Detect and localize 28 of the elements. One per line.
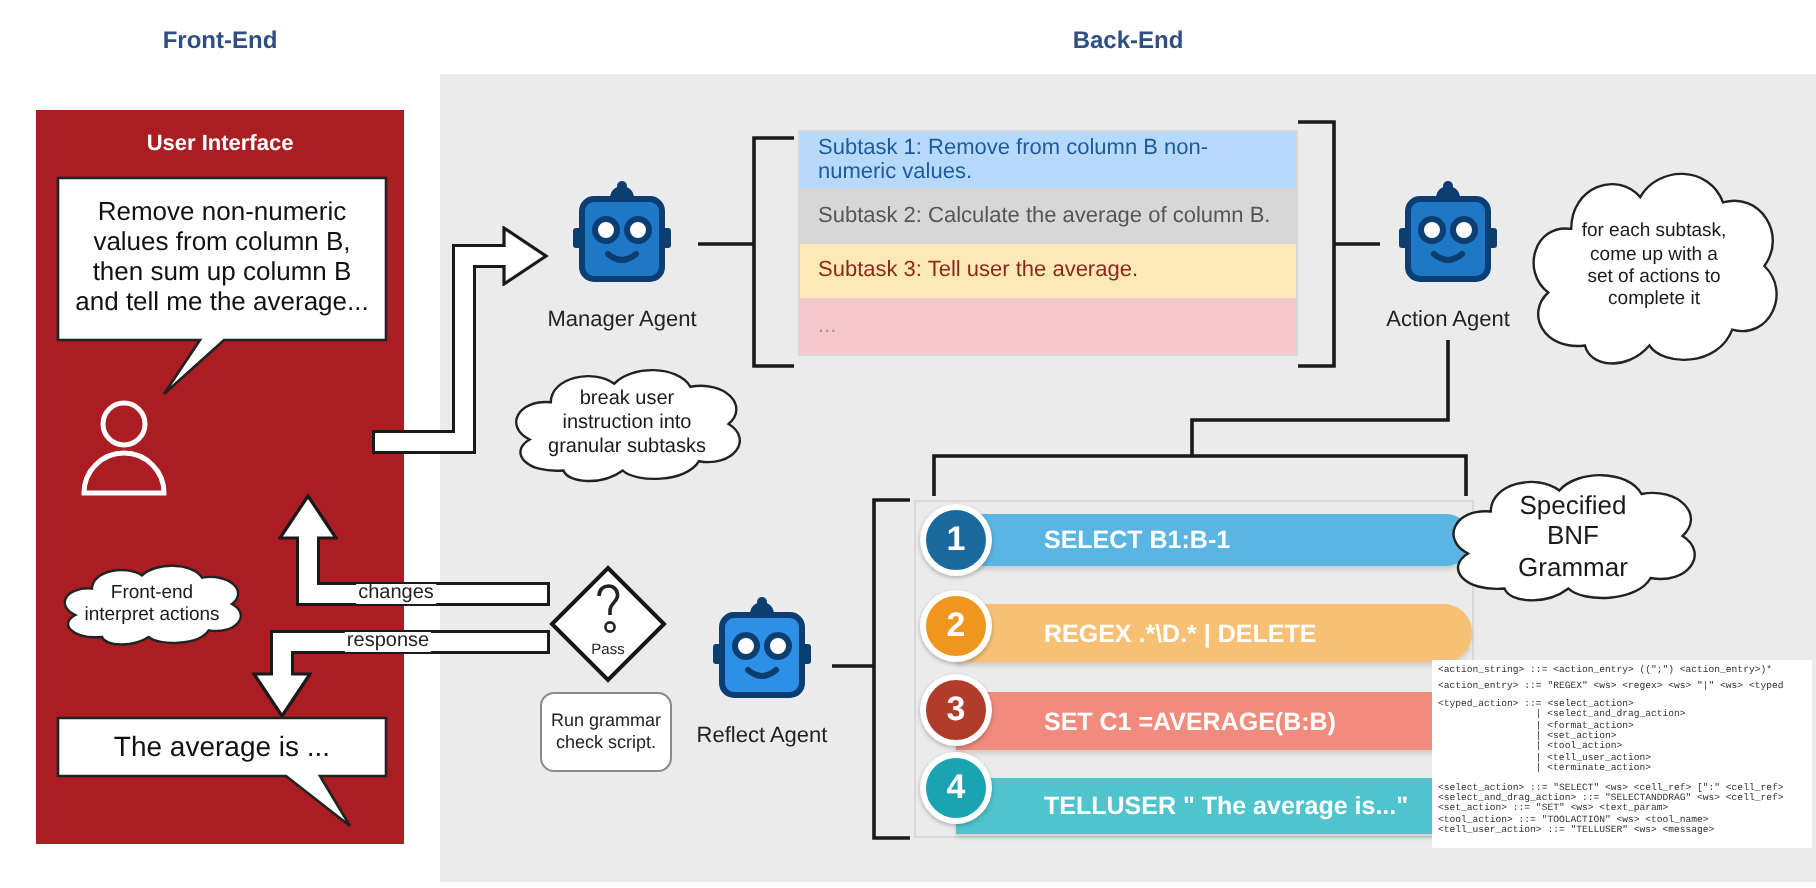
agent-label: Manager Agent	[547, 308, 697, 334]
section-heading: Front-End	[162, 26, 278, 54]
connector-line	[830, 498, 912, 840]
section-heading: Back-End	[1072, 26, 1184, 54]
edge-label: changes	[356, 584, 436, 604]
cloud-text: break user instruction into granular subtasks	[546, 388, 708, 460]
block-arrow	[372, 226, 548, 454]
edge-label: response	[344, 632, 432, 652]
message-text: The average is ...	[113, 729, 331, 763]
step-number: 1	[920, 504, 992, 576]
step-number: 3	[920, 674, 992, 746]
cloud-text: Specified BNF Grammar	[1516, 489, 1630, 583]
panel-title: User Interface	[146, 132, 294, 158]
subtask-list-frame	[798, 130, 1298, 356]
subtask-row: ...	[800, 298, 1296, 354]
cloud-text: Front-end interpret actions	[82, 581, 222, 627]
connector-line	[696, 136, 796, 368]
agent-label: Action Agent	[1386, 308, 1510, 334]
connector-line	[932, 338, 1468, 498]
subtask-row: Subtask 1: Remove from column B non-numeric values.	[800, 132, 1296, 188]
cloud-text: for each subtask, come up with a set of actions to complete it	[1579, 220, 1729, 312]
subtask-row: Subtask 2: Calculate the average of column B.	[800, 188, 1296, 244]
agent-label: Reflect Agent	[696, 724, 828, 750]
step-number: 4	[920, 752, 992, 824]
process-box: Run grammar check script.	[540, 692, 672, 772]
message-text: Remove non-numeric values from column B, then sum up column B and tell me the average...	[73, 198, 371, 318]
connector-line	[1296, 120, 1382, 368]
subtask-row: Subtask 3: Tell user the average.	[800, 244, 1296, 298]
